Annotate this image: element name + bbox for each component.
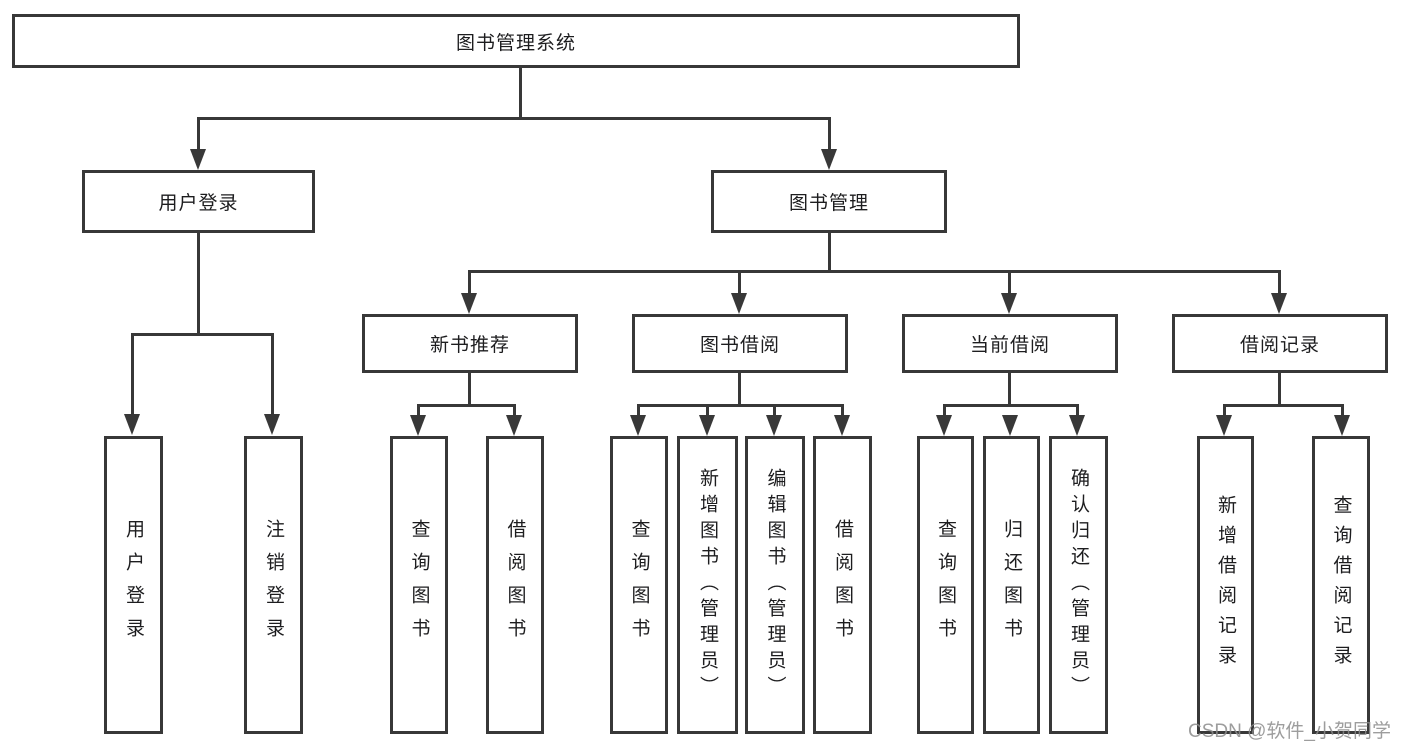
- connector-line: [1076, 404, 1079, 418]
- arrow-down-icon: [1334, 415, 1350, 436]
- arrow-down-icon: [766, 415, 782, 436]
- node-leaf-logout-label: 注销登录: [263, 519, 284, 651]
- connector-line: [1278, 373, 1281, 407]
- node-leaf-recommend-borrow-book-label: 借阅图书: [504, 519, 526, 651]
- node-leaf-borrow-query-book-label: 查询图书: [628, 519, 650, 651]
- node-leaf-confirm-return-admin: 确认归还（管理员）: [1049, 436, 1108, 734]
- arrow-down-icon: [834, 415, 850, 436]
- arrow-down-icon: [461, 293, 477, 314]
- node-leaf-recommend-query-book-label: 查询图书: [408, 519, 430, 651]
- arrow-down-icon: [264, 414, 280, 435]
- connector-line: [131, 333, 134, 416]
- node-leaf-recommend-query-book: 查询图书: [390, 436, 448, 734]
- node-current-borrow: 当前借阅: [902, 314, 1118, 373]
- connector-line: [271, 333, 274, 416]
- node-book-management: 图书管理: [711, 170, 947, 233]
- node-leaf-user-login-label: 用户登录: [123, 519, 144, 651]
- connector-line: [773, 404, 776, 418]
- node-leaf-recommend-borrow-book: 借阅图书: [486, 436, 544, 734]
- node-leaf-current-query-book-label: 查询图书: [935, 519, 956, 651]
- node-new-book-recommend: 新书推荐: [362, 314, 578, 373]
- connector-line: [519, 66, 522, 119]
- node-leaf-user-login: 用户登录: [104, 436, 163, 734]
- connector-line: [943, 404, 946, 418]
- arrow-down-icon: [1069, 415, 1085, 436]
- connector-line: [1341, 404, 1344, 418]
- arrow-down-icon: [1002, 415, 1018, 436]
- node-leaf-edit-book-admin: 编辑图书（管理员）: [745, 436, 805, 734]
- node-leaf-current-query-book: 查询图书: [917, 436, 974, 734]
- arrow-down-icon: [699, 415, 715, 436]
- node-book-borrow: 图书借阅: [632, 314, 848, 373]
- node-new-book-recommend-label: 新书推荐: [429, 335, 510, 356]
- connector-line: [943, 404, 1079, 407]
- node-root: 图书管理系统: [12, 14, 1020, 68]
- connector-line: [197, 233, 200, 336]
- connector-line: [131, 333, 273, 336]
- arrow-down-icon: [731, 293, 747, 314]
- connector-line: [513, 404, 516, 418]
- connector-line: [828, 117, 831, 153]
- connector-line: [417, 404, 516, 407]
- node-leaf-borrow-book-label: 借阅图书: [832, 519, 853, 651]
- node-leaf-logout: 注销登录: [244, 436, 303, 734]
- connector-line: [738, 270, 741, 296]
- arrow-down-icon: [506, 415, 522, 436]
- arrow-down-icon: [936, 415, 952, 436]
- connector-line: [637, 404, 640, 418]
- node-root-label: 图书管理系统: [455, 32, 576, 54]
- node-user-login: 用户登录: [82, 170, 315, 233]
- arrow-down-icon: [630, 415, 646, 436]
- node-borrow-record-label: 借阅记录: [1239, 335, 1320, 356]
- node-leaf-borrow-query-book: 查询图书: [610, 436, 668, 734]
- connector-line: [468, 270, 1281, 273]
- arrow-down-icon: [190, 149, 206, 170]
- arrow-down-icon: [124, 414, 140, 435]
- node-leaf-add-borrow-record: 新增借阅记录: [1197, 436, 1254, 734]
- connector-line: [738, 373, 741, 407]
- node-book-management-label: 图书管理: [788, 193, 869, 214]
- connector-line: [1008, 270, 1011, 296]
- node-leaf-return-book-label: 归还图书: [1001, 519, 1022, 651]
- connector-line: [841, 404, 844, 418]
- node-leaf-add-book-admin: 新增图书（管理员）: [677, 436, 738, 734]
- connector-line: [706, 404, 709, 418]
- node-leaf-query-borrow-record: 查询借阅记录: [1312, 436, 1370, 734]
- connector-line: [468, 270, 471, 296]
- csdn-watermark: CSDN @软件_小贺同学: [1188, 721, 1391, 742]
- arrow-down-icon: [410, 415, 426, 436]
- node-leaf-query-borrow-record-label: 查询借阅记录: [1330, 495, 1352, 675]
- connector-line: [468, 373, 471, 407]
- node-leaf-edit-book-admin-label: 编辑图书（管理员）: [764, 468, 786, 702]
- connector-line: [417, 404, 420, 418]
- connector-line: [1008, 373, 1011, 407]
- connector-line: [637, 404, 844, 407]
- node-leaf-borrow-book: 借阅图书: [813, 436, 872, 734]
- node-borrow-record: 借阅记录: [1172, 314, 1388, 373]
- arrow-down-icon: [1216, 415, 1232, 436]
- arrow-down-icon: [821, 149, 837, 170]
- arrow-down-icon: [1271, 293, 1287, 314]
- connector-line: [1223, 404, 1226, 418]
- node-user-login-label: 用户登录: [158, 193, 239, 214]
- connector-line: [197, 117, 831, 120]
- arrow-down-icon: [1001, 293, 1017, 314]
- node-leaf-confirm-return-admin-label: 确认归还（管理员）: [1068, 468, 1089, 702]
- node-leaf-add-borrow-record-label: 新增借阅记录: [1215, 495, 1236, 675]
- node-leaf-return-book: 归还图书: [983, 436, 1040, 734]
- connector-line: [1223, 404, 1344, 407]
- node-book-borrow-label: 图书借阅: [699, 335, 780, 356]
- node-leaf-add-book-admin-label: 新增图书（管理员）: [697, 468, 718, 702]
- node-current-borrow-label: 当前借阅: [969, 335, 1050, 356]
- connector-line: [828, 233, 831, 273]
- connector-line: [1278, 270, 1281, 296]
- connector-line: [197, 117, 200, 153]
